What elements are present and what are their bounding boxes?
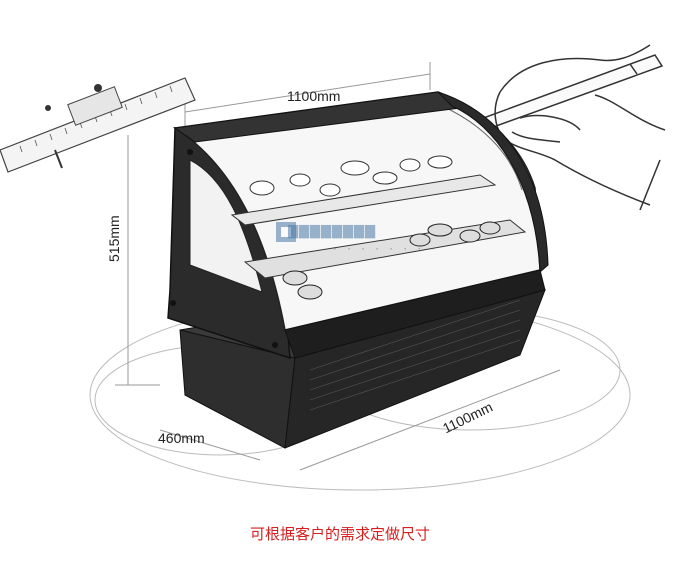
vernier-caliper-icon <box>0 77 196 173</box>
depth-label: 460mm <box>158 430 205 446</box>
hand-with-pencil-icon <box>468 44 666 211</box>
display-cabinet <box>167 91 549 449</box>
watermark-logo-icon <box>276 222 296 242</box>
top-width-label: 1100mm <box>287 88 341 104</box>
watermark-url: · · · · · · · · <box>332 244 438 255</box>
watermark-text: ▇▇▇▇▇▇▇▇ <box>288 224 376 239</box>
custom-size-caption: 可根据客户的需求定做尺寸 <box>249 525 430 543</box>
height-label: 515mm <box>106 215 122 262</box>
